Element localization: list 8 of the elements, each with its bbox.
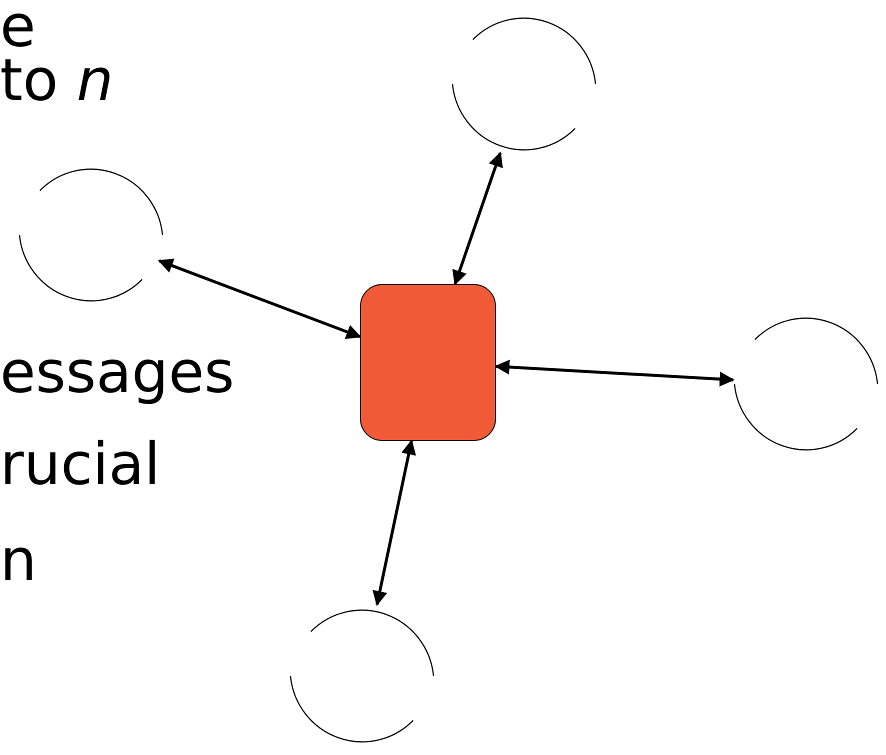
text-fragment: rucial xyxy=(0,432,160,496)
double-arrow xyxy=(494,360,735,387)
rounded-box xyxy=(360,284,496,441)
double-arrow xyxy=(158,258,362,339)
text-fragment: n xyxy=(0,528,37,592)
double-arrow xyxy=(372,440,416,606)
text-fragment: essages xyxy=(0,340,234,404)
double-arrow xyxy=(452,152,503,286)
